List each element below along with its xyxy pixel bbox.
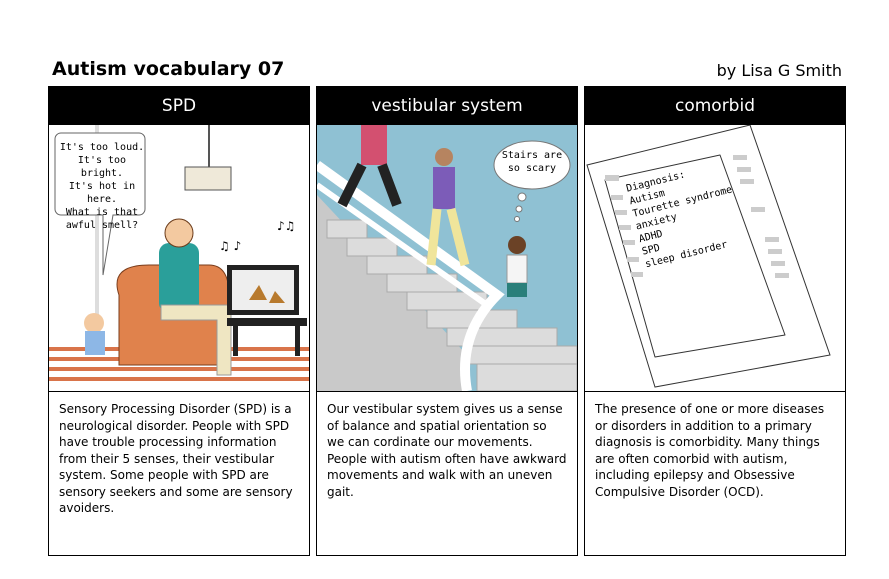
panel-illustration: Stairs are so scary <box>317 125 577 392</box>
speech-line: It's hot in here. <box>68 181 136 205</box>
thought-line: Stairs are <box>501 150 563 161</box>
speech-line: awful smell? <box>65 220 139 231</box>
panel-heading: vestibular system <box>317 87 577 125</box>
panel-heading: comorbid <box>585 87 845 125</box>
panel-illustration: ♫ ♪ ♪♫ It's too loud. It's too bright. It… <box>49 125 309 392</box>
svg-text:♪♫: ♪♫ <box>277 219 295 233</box>
svg-text:♫ ♪: ♫ ♪ <box>219 239 241 253</box>
lamp-icon <box>184 166 232 191</box>
speech-line: What is that <box>65 207 139 218</box>
panel-vestibular-system: vestibular system <box>316 86 578 556</box>
panel-heading: SPD <box>49 87 309 125</box>
living-room-scene: ♫ ♪ ♪♫ <box>49 125 309 391</box>
panel-description: Sensory Processing Disorder (SPD) is a n… <box>59 402 293 515</box>
thought-bubble: Stairs are so scary <box>497 149 567 175</box>
speech-line: It's too bright. <box>77 155 127 179</box>
thought-line: so scary <box>507 163 557 174</box>
panel-description: The presence of one or more diseases or … <box>595 402 825 499</box>
panel-comorbid: comorbid Diagnosis: Autism Tourette synd… <box>584 86 846 556</box>
panel-illustration: Diagnosis: Autism Tourette syndrome anxi… <box>585 125 845 392</box>
staircase-scene <box>317 125 577 391</box>
diagnosis-papers <box>586 125 831 388</box>
speech-bubble: It's too loud. It's too bright. It's hot… <box>57 141 147 232</box>
panel-description: Our vestibular system gives us a sense o… <box>327 402 567 499</box>
author-credit: by Lisa G Smith <box>716 61 842 80</box>
storyboard-title: Autism vocabulary 07 <box>52 58 285 80</box>
panel-spd: SPD ♫ ♪ ♪♫ <box>48 86 310 556</box>
speech-line: It's too loud. <box>59 142 145 153</box>
